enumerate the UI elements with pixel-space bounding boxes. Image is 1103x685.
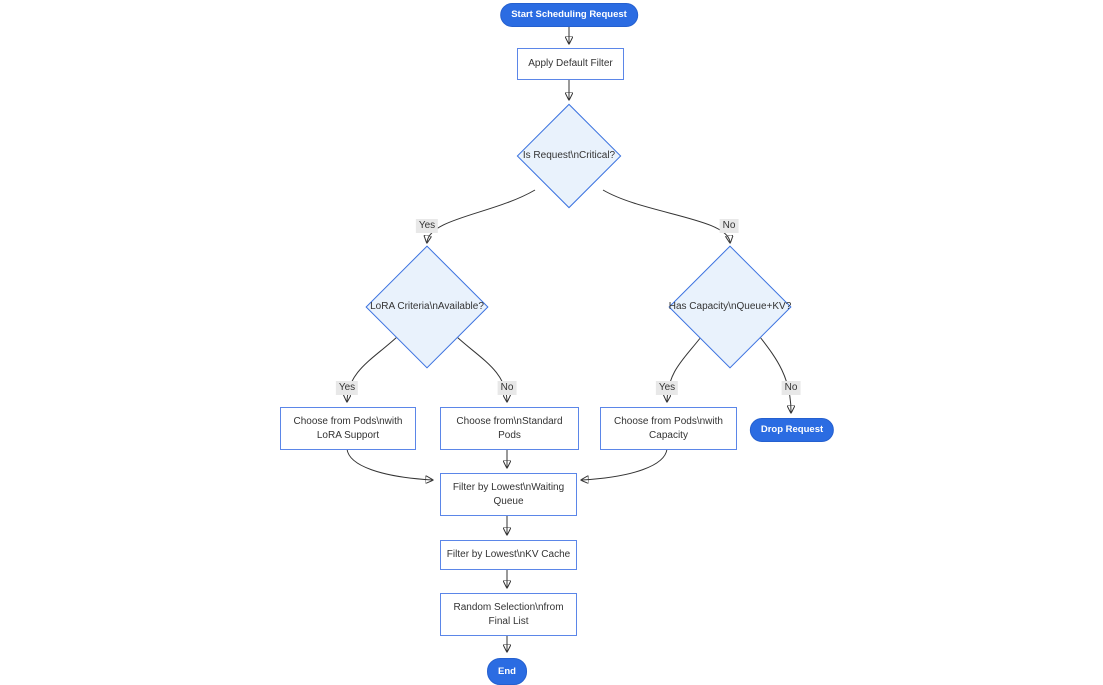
edge-label-critical-no: No: [719, 219, 739, 233]
node-choose-pods-lora: Choose from Pods\nwith LoRA Support: [280, 407, 416, 450]
node-choose-pods-lora-line2: LoRA Support: [316, 429, 380, 441]
node-filter-waiting-queue: Filter by Lowest\nWaiting Queue: [440, 473, 577, 516]
edge-label-critical-yes: Yes: [415, 219, 439, 233]
edge-critical-yes: [427, 189, 536, 242]
edge-critical-no: [602, 189, 730, 242]
node-random-selection: Random Selection\nfrom Final List: [440, 593, 577, 636]
node-lora-criteria-available: LoRA Criteria\nAvailable?: [365, 245, 489, 369]
node-random-selection-line2: Final List: [488, 615, 529, 627]
node-lora-criteria-available-label: LoRA Criteria\nAvailable?: [370, 301, 484, 312]
node-is-request-critical: Is Request\nCritical?: [516, 103, 622, 209]
node-choose-standard-pods: Choose from\nStandard Pods: [440, 407, 579, 450]
node-has-capacity-queue-kv: Has Capacity\nQueue+KV?: [668, 245, 792, 369]
node-end-label: End: [498, 665, 516, 677]
node-random-selection-line1: Random Selection\nfrom: [453, 601, 564, 613]
node-choose-pods-capacity-line2: Capacity: [649, 429, 688, 441]
node-filter-kv-cache-label: Filter by Lowest\nKV Cache: [446, 549, 571, 560]
edge-lorapods-to-filterqueue: [346, 448, 432, 480]
edge-label-capacity-yes: Yes: [655, 381, 679, 395]
node-has-capacity-queue-kv-label: Has Capacity\nQueue+KV?: [668, 301, 792, 312]
edge-capacitypods-to-filterqueue: [582, 448, 668, 480]
edge-label-lora-yes: Yes: [335, 381, 359, 395]
node-drop-request: Drop Request: [749, 418, 835, 442]
node-drop-request-label: Drop Request: [760, 424, 824, 435]
node-end: End: [487, 658, 527, 685]
edge-label-lora-no: No: [497, 381, 517, 395]
node-choose-standard-pods-line1: Choose from\nStandard: [456, 415, 563, 427]
node-filter-waiting-queue-line1: Filter by Lowest\nWaiting: [452, 481, 565, 493]
node-apply-default-filter-label: Apply Default Filter: [528, 58, 613, 69]
node-choose-pods-lora-line1: Choose from Pods\nwith: [293, 415, 403, 427]
node-start: Start Scheduling Request: [500, 3, 638, 27]
node-filter-waiting-queue-line2: Queue: [493, 495, 524, 507]
node-choose-pods-capacity-line1: Choose from Pods\nwith: [614, 415, 723, 427]
node-start-label: Start Scheduling Request: [511, 9, 627, 20]
node-filter-kv-cache: Filter by Lowest\nKV Cache: [440, 540, 577, 570]
node-is-request-critical-label: Is Request\nCritical?: [522, 150, 616, 161]
node-choose-pods-capacity: Choose from Pods\nwith Capacity: [600, 407, 737, 450]
node-choose-standard-pods-line2: Pods: [498, 429, 521, 441]
edge-capacity-no: [759, 336, 791, 412]
edge-label-capacity-no: No: [781, 381, 801, 395]
node-apply-default-filter: Apply Default Filter: [517, 48, 624, 80]
